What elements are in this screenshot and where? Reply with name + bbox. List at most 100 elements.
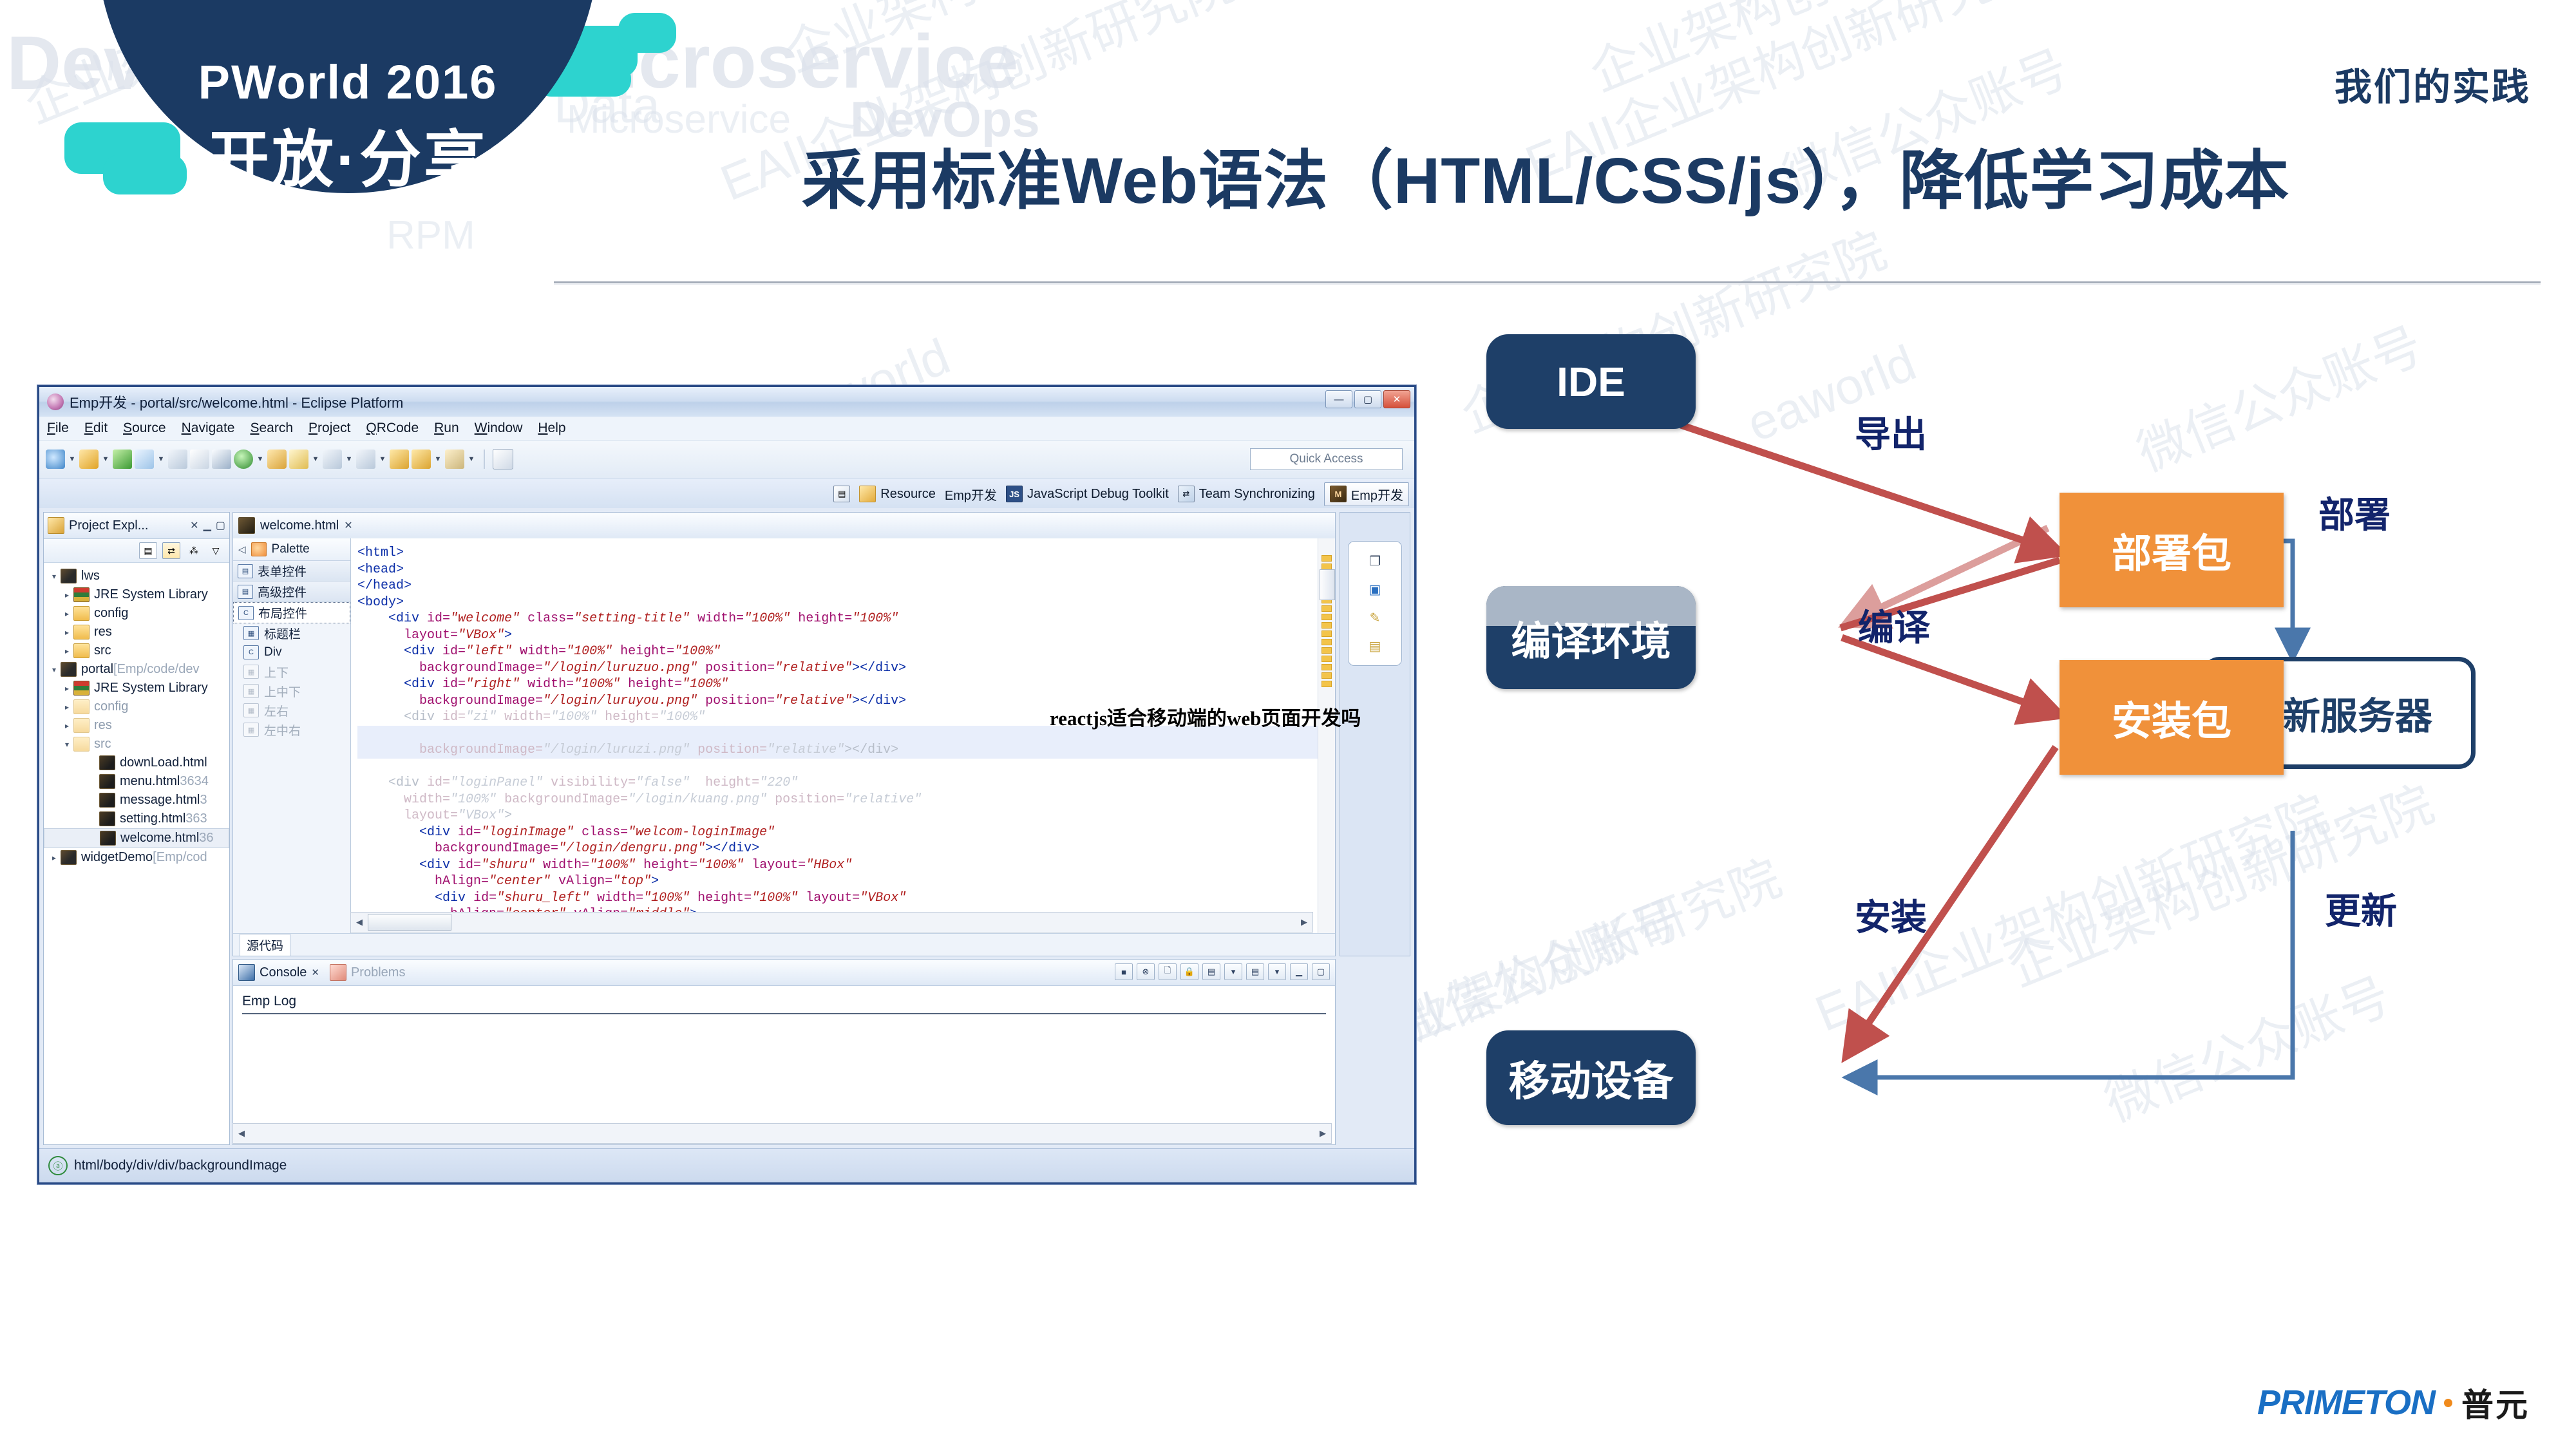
minimize-icon[interactable]: ▁ <box>203 520 211 531</box>
tree-item[interactable]: ▸src <box>44 641 229 660</box>
outline-view-icon[interactable]: ▣ <box>1368 582 1381 597</box>
new-file-dropdown-icon[interactable]: ▼ <box>102 455 109 463</box>
new-file-icon[interactable] <box>79 450 99 469</box>
new-wizard-icon[interactable] <box>46 450 65 469</box>
palette-item[interactable]: ▦标题栏 <box>233 623 350 643</box>
console-tab-close-icon[interactable]: ✕ <box>311 967 319 978</box>
console-maximize-icon[interactable]: ▢ <box>1312 963 1330 980</box>
prev-annotation-icon[interactable] <box>356 450 375 469</box>
tree-item[interactable]: ▾portal [Emp/code/dev <box>44 660 229 679</box>
hscroll-thumb[interactable] <box>368 914 451 931</box>
new-dropdown-icon[interactable]: ▼ <box>68 455 76 463</box>
link-with-editor-icon[interactable]: ⇄ <box>162 542 180 559</box>
menu-item-help[interactable]: Help <box>538 421 566 435</box>
tree-item[interactable]: downLoad.html <box>44 753 229 772</box>
forward-icon[interactable] <box>445 450 464 469</box>
back-dropdown-icon[interactable]: ▼ <box>434 455 442 463</box>
copy-icon[interactable] <box>190 450 209 469</box>
scrollbar-thumb[interactable] <box>1320 569 1335 600</box>
open-resource-icon[interactable] <box>267 450 287 469</box>
save-icon[interactable] <box>135 450 154 469</box>
tree-item[interactable]: ▸res <box>44 623 229 641</box>
source-tab[interactable]: 源代码 <box>240 934 291 956</box>
palette-category[interactable]: ▤高级控件 <box>233 582 350 602</box>
tree-twisty-icon[interactable]: ▸ <box>64 721 70 730</box>
scroll-lock-icon[interactable]: 🔒 <box>1180 963 1198 980</box>
restore-view-icon[interactable]: ❐ <box>1369 554 1381 569</box>
menu-item-project[interactable]: Project <box>308 421 351 435</box>
menu-item-navigate[interactable]: Navigate <box>181 421 235 435</box>
menu-item-search[interactable]: Search <box>250 421 294 435</box>
tree-item[interactable]: ▸config <box>44 697 229 716</box>
scroll-left-icon[interactable]: ◀ <box>356 917 363 927</box>
editor-tab-close-icon[interactable]: ✕ <box>344 520 353 531</box>
tree-item[interactable]: ▾lws <box>44 567 229 585</box>
editor-tab[interactable]: welcome.html ✕ <box>233 513 1335 539</box>
tree-twisty-icon[interactable]: ▾ <box>64 739 70 749</box>
prev-annotation-dropdown-icon[interactable]: ▼ <box>379 455 386 463</box>
tree-item[interactable]: menu.html 3634 <box>44 772 229 791</box>
perspective-resource[interactable]: Resource <box>859 486 936 502</box>
open-perspective-icon[interactable]: ▤ <box>833 486 851 502</box>
console-minimize-icon[interactable]: ▁ <box>1290 963 1308 980</box>
tree-item[interactable]: welcome.html 36 <box>44 828 229 848</box>
console-menu-icon[interactable]: ▾ <box>1268 963 1286 980</box>
debug-icon[interactable] <box>113 450 132 469</box>
close-button[interactable]: ✕ <box>1383 390 1410 408</box>
properties-brush-icon[interactable]: ✎ <box>1369 611 1381 625</box>
run-dropdown-icon[interactable]: ▼ <box>256 455 264 463</box>
pin-console-icon[interactable]: ▤ <box>1202 963 1220 980</box>
scroll-right-icon[interactable]: ▶ <box>1301 917 1307 927</box>
snippets-view-icon[interactable]: ▤ <box>1368 639 1381 654</box>
tree-twisty-icon[interactable]: ▸ <box>64 627 70 637</box>
view-menu-icon[interactable]: ▽ <box>212 545 220 556</box>
perspective-team-sync[interactable]: ⇄ Team Synchronizing <box>1177 486 1315 502</box>
new-editor-icon[interactable] <box>493 449 513 469</box>
save-all-icon[interactable] <box>168 450 187 469</box>
next-annotation-icon[interactable] <box>323 450 342 469</box>
tree-twisty-icon[interactable]: ▾ <box>52 665 57 674</box>
back-icon[interactable] <box>412 450 431 469</box>
tree-item[interactable]: ▸res <box>44 716 229 735</box>
close-icon[interactable]: ✕ <box>190 520 199 531</box>
perspective-emp-dev-active[interactable]: M Emp开发 <box>1323 482 1409 506</box>
tree-twisty-icon[interactable]: ▾ <box>52 571 57 581</box>
tree-twisty-icon[interactable]: ▸ <box>64 609 70 618</box>
tree-item[interactable]: ▸widgetDemo [Emp/cod <box>44 848 229 867</box>
menu-item-window[interactable]: Window <box>474 421 523 435</box>
clear-console-icon[interactable]: 🗋 <box>1159 963 1177 980</box>
menu-item-run[interactable]: Run <box>434 421 459 435</box>
console-tab[interactable]: Console ✕ <box>238 964 319 981</box>
forward-dropdown-icon[interactable]: ▼ <box>468 455 475 463</box>
console-horizontal-scrollbar[interactable]: ◀ ▶ <box>232 1123 1332 1144</box>
tree-item[interactable]: ▸JRE System Library <box>44 679 229 697</box>
minimize-button[interactable]: — <box>1325 390 1352 408</box>
code-editor[interactable]: <html> <head> </head> <body> <div id="we… <box>351 538 1335 956</box>
tree-twisty-icon[interactable]: ▸ <box>64 702 70 712</box>
tree-twisty-icon[interactable]: ▸ <box>64 646 70 656</box>
print-icon[interactable] <box>212 450 231 469</box>
editor-horizontal-scrollbar[interactable]: ◀ ▶ <box>350 912 1313 933</box>
menu-item-source[interactable]: Source <box>123 421 166 435</box>
tree-twisty-icon[interactable]: ▸ <box>64 683 70 693</box>
problems-tab[interactable]: Problems <box>329 964 405 981</box>
display-selected-console-icon[interactable]: ▾ <box>1224 963 1242 980</box>
open-console-icon[interactable]: ▤ <box>1246 963 1264 980</box>
tree-twisty-icon[interactable]: ▸ <box>64 590 70 600</box>
tree-item[interactable]: ▸JRE System Library <box>44 585 229 604</box>
next-annotation-dropdown-icon[interactable]: ▼ <box>345 455 353 463</box>
terminate-icon[interactable]: ■ <box>1115 963 1133 980</box>
maximize-icon[interactable]: ▢ <box>215 520 225 531</box>
project-explorer-tab[interactable]: Project Expl... ✕ ▁ ▢ <box>44 513 229 539</box>
quick-access-input[interactable]: Quick Access <box>1250 448 1403 470</box>
search-dropdown-icon[interactable]: ▼ <box>312 455 319 463</box>
tree-item[interactable]: ▾src <box>44 735 229 753</box>
palette-category[interactable]: ▤表单控件 <box>233 561 350 582</box>
view-menu-extra-icon[interactable]: ⁂ <box>189 545 198 556</box>
menu-item-edit[interactable]: Edit <box>84 421 108 435</box>
tree-item[interactable]: message.html 3 <box>44 791 229 810</box>
save-dropdown-icon[interactable]: ▼ <box>157 455 165 463</box>
run-icon[interactable] <box>234 450 253 469</box>
